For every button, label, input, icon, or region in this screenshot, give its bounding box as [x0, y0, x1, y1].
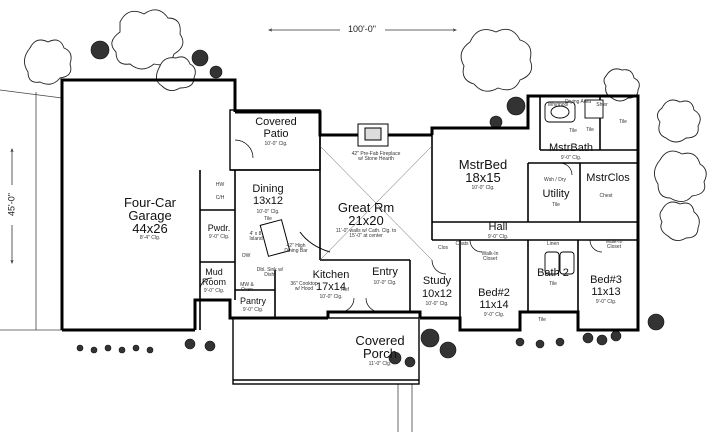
ch-label: C/H [215, 195, 225, 201]
patio-name-2: Patio [263, 128, 289, 140]
tile-label-2: Tile [619, 119, 627, 125]
kitchen-dims: 17x14 [316, 281, 346, 293]
interior-walls [199, 96, 638, 330]
powder-name: Pwdr. [207, 223, 231, 233]
garage-name: Four-Car [123, 195, 177, 210]
bath2-floor: Tile [549, 281, 557, 287]
ceiling-lines [319, 145, 433, 261]
master-bath-floor: Tile [586, 127, 594, 133]
ref-label: Ref [341, 287, 349, 293]
bed3-name: Bed#3 [590, 274, 622, 286]
chest-label: Chest [599, 193, 613, 199]
study-ceiling: 10'-0" Clg. [425, 301, 449, 307]
bed2-dims: 11x14 [479, 299, 509, 311]
garage-name-2: Garage [128, 208, 172, 223]
kitchen-name: Kitchen [312, 269, 350, 281]
tile-label-3: Tile [538, 317, 546, 323]
bath-fixtures [544, 99, 604, 275]
mud-room-name: Mud [205, 267, 223, 277]
study-name: Study [422, 275, 452, 287]
dimension-lines [12, 30, 455, 262]
cooktop-label: 36" Cooktop w/ Hood [290, 281, 318, 292]
master-bed-ceiling: 10'-0" Clg. [471, 185, 495, 191]
master-bath-name: MstrBath [548, 142, 594, 154]
porch-name: Covered [355, 333, 405, 348]
washer-dryer-label: Wsh / Dry [544, 177, 566, 183]
great-room-dims: 21x20 [348, 213, 384, 228]
dining-dims: 13x12 [253, 195, 283, 207]
ow-label: OW [241, 253, 251, 259]
master-closet-name: MstrClos [586, 172, 630, 184]
dining-floor: Tile [264, 216, 272, 222]
whirlpool-label: Whirlpool [547, 102, 569, 108]
landscape-trees [24, 9, 707, 241]
closet-label: Clos [437, 245, 449, 251]
bath2-name: Bath 2 [537, 267, 569, 279]
pantry-ceiling: 9'-0" Clg. [242, 307, 264, 313]
mw-oven-label: MW & Oven [240, 282, 254, 293]
sink-label: Dbl. Sink w/ Dish. [256, 267, 284, 278]
door-swings [199, 139, 603, 313]
hall-ceiling: 9'-0" Clg. [487, 234, 509, 240]
fireplace-label: 42" Pre-Fab Fireplace w/ Stone Hearth [351, 151, 401, 162]
patio-ceiling: 10'-0" Clg. [264, 141, 288, 147]
garage-ceiling: 8'-4" Clg. [139, 235, 161, 241]
bed3-dims: 11x13 [591, 286, 621, 298]
porch-name-2: Porch [363, 346, 397, 361]
bed2-ceiling: 9'-0" Clg. [483, 312, 505, 318]
mud-room-ceiling: 9'-0" Clg. [203, 288, 225, 294]
master-bed-dims: 18x15 [465, 170, 501, 185]
entry-name: Entry [372, 266, 398, 278]
hall-name: Hall [488, 221, 508, 233]
kitchen-ceiling: 10'-0" Clg. [319, 294, 343, 300]
utility-name: Utility [542, 188, 570, 200]
great-room-ceiling: 11'-0" walls w/ Cath. Clg. to 15'-0" at … [335, 228, 397, 239]
master-bath-ceiling: 9'-0" Clg. [560, 155, 582, 161]
shower-label: Shwr [596, 102, 608, 108]
driveway [0, 89, 413, 432]
bed3-ceiling: 9'-0" Clg. [595, 299, 617, 305]
coats-label: Coats [455, 241, 469, 247]
hw-label: HW [215, 182, 225, 188]
landscape-shrubs [76, 40, 665, 368]
master-bed-name: MstrBed [458, 157, 508, 172]
pantry-name: Pantry [239, 296, 267, 306]
powder-ceiling: 9'-0" Clg. [208, 234, 230, 240]
utility-floor: Tile [552, 202, 560, 208]
tile-label-1: Tile [569, 128, 577, 134]
island-label: 4' x 8' Island [249, 231, 263, 242]
overall-width-dimension: 100'-0" [348, 24, 376, 34]
garage-dims: 44x26 [132, 221, 168, 236]
patio-name: Covered [255, 116, 297, 128]
overall-depth-dimension: 45'-0" [6, 193, 17, 216]
walk-in-closet-2: Walk-In Closet [605, 239, 623, 250]
dining-ceiling: 10'-0" Clg. [256, 209, 280, 215]
entry-ceiling: 10'-0" Clg. [373, 280, 397, 286]
linen-label: Linen [546, 241, 560, 247]
porch-ceiling: 11'-0" Clg. [368, 361, 392, 367]
bed2-name: Bed#2 [478, 287, 510, 299]
study-dims: 10x12 [422, 288, 452, 300]
great-room-name: Great Rm [337, 200, 395, 215]
fireplace [357, 123, 389, 147]
dining-name: Dining [252, 183, 284, 195]
walk-in-closet-1: Walk-In Closet [481, 251, 499, 262]
mud-room-name-2: Room [201, 277, 227, 287]
dining-bar-label: 42" High Dining Bar [284, 243, 308, 254]
drying-area-label: Drying Area [564, 99, 592, 105]
kitchen-island [259, 219, 331, 257]
